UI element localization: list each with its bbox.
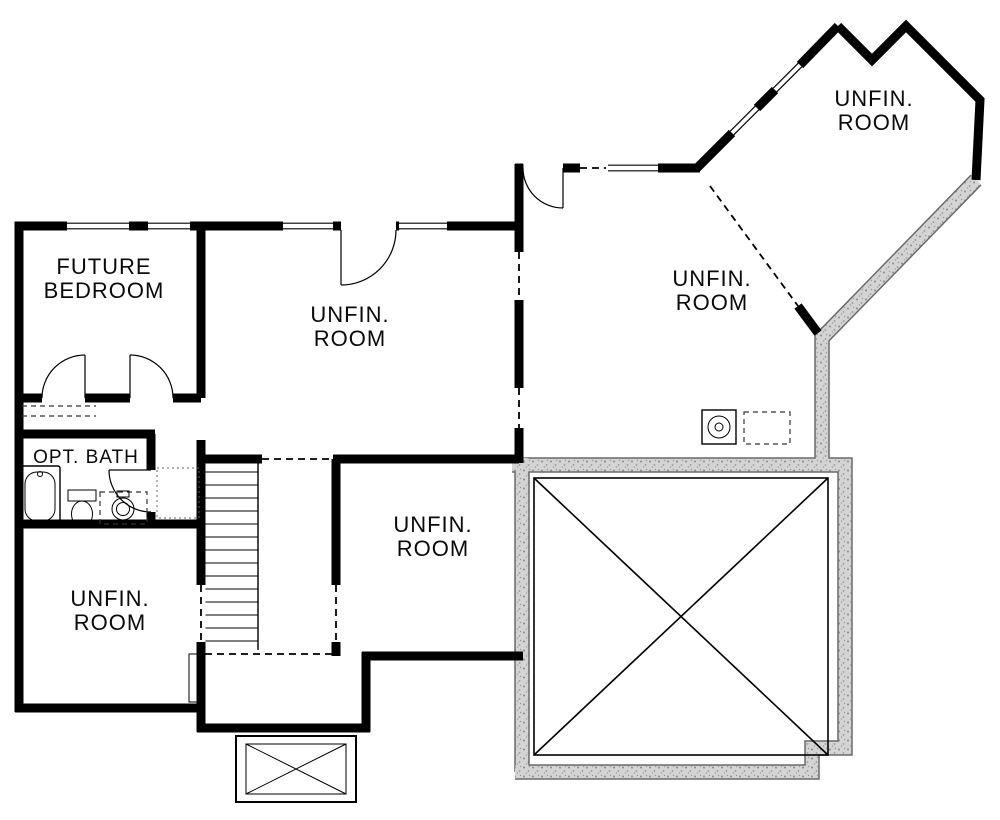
toilet-fixture bbox=[67, 489, 97, 528]
stairs bbox=[188, 463, 259, 703]
windows bbox=[67, 62, 803, 230]
room-label-unfin-bottom-center: UNFIN. bbox=[393, 512, 472, 537]
door-swings bbox=[41, 167, 564, 513]
room-label-future-bedroom: FUTURE bbox=[56, 254, 151, 279]
room-label-unfin-wing-2: ROOM bbox=[838, 110, 910, 135]
room-label-unfin-right: UNFIN. bbox=[672, 266, 751, 291]
room-label-opt-bath: OPT. BATH bbox=[33, 447, 139, 468]
room-labels: FUTURE BEDROOM UNFIN. ROOM UNFIN. ROOM U… bbox=[33, 86, 913, 635]
room-label-unfin-right-2: ROOM bbox=[676, 290, 748, 315]
room-label-unfin-center-2: ROOM bbox=[314, 326, 386, 351]
unexcavated-x-area bbox=[533, 477, 829, 756]
window-well bbox=[235, 735, 357, 803]
sump-pump-fixture bbox=[701, 409, 791, 445]
room-label-unfin-bottom-left-2: ROOM bbox=[74, 610, 146, 635]
bathtub-fixture bbox=[19, 465, 61, 527]
room-label-unfin-bottom-left: UNFIN. bbox=[70, 586, 149, 611]
hatched-floor-area bbox=[156, 467, 200, 519]
room-label-unfin-center: UNFIN. bbox=[310, 302, 389, 327]
dashed-openings bbox=[200, 167, 799, 655]
sink-fixture bbox=[99, 490, 148, 525]
walls bbox=[14, 19, 985, 733]
room-label-future-bedroom-2: BEDROOM bbox=[44, 278, 165, 303]
room-label-unfin-wing: UNFIN. bbox=[834, 86, 913, 111]
room-label-unfin-bottom-center-2: ROOM bbox=[397, 536, 469, 561]
closet-shelves bbox=[22, 405, 96, 417]
